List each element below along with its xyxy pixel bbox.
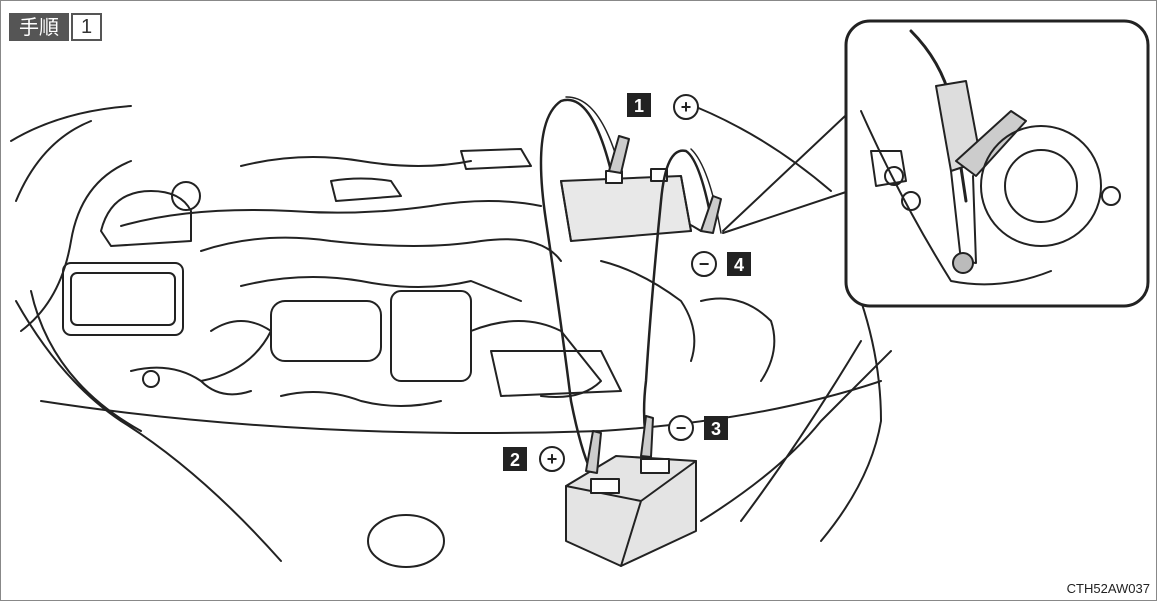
minus-sign-3: − [668,415,694,441]
marker-2-text: 2 [510,450,520,470]
step-word: 手順 [9,13,69,41]
marker-4: 4 [727,252,751,276]
red-cable [539,98,613,473]
marker-3-text: 3 [711,419,721,439]
booster-battery [565,455,697,567]
black-cable [642,149,715,458]
minus-sign-4: − [691,251,717,277]
fender-right [700,340,892,522]
fuse-box [62,262,184,336]
svg-text:−: − [699,254,710,274]
callout-lines [722,100,862,234]
front-bumper-line [40,380,882,434]
hood-outline-right [680,100,882,542]
marker-2: 2 [503,447,527,471]
fender-left [15,290,282,562]
marker-3: 3 [704,416,728,440]
marker-1: 1 [627,93,651,117]
step-header: 手順 1 [9,13,103,41]
svg-text:+: + [681,97,692,117]
detail-inset [844,19,1150,308]
marker-1-text: 1 [634,96,644,116]
plus-sign-2: + [539,446,565,472]
figure-code: CTH52AW037 [1066,581,1150,596]
emblem [367,514,445,568]
hood-outline-left [10,105,132,332]
plus-sign-1: + [673,94,699,120]
step-number: 1 [71,13,103,41]
svg-text:+: + [547,449,558,469]
car-battery [560,175,692,242]
svg-text:−: − [676,418,687,438]
marker-4-text: 4 [734,255,744,275]
